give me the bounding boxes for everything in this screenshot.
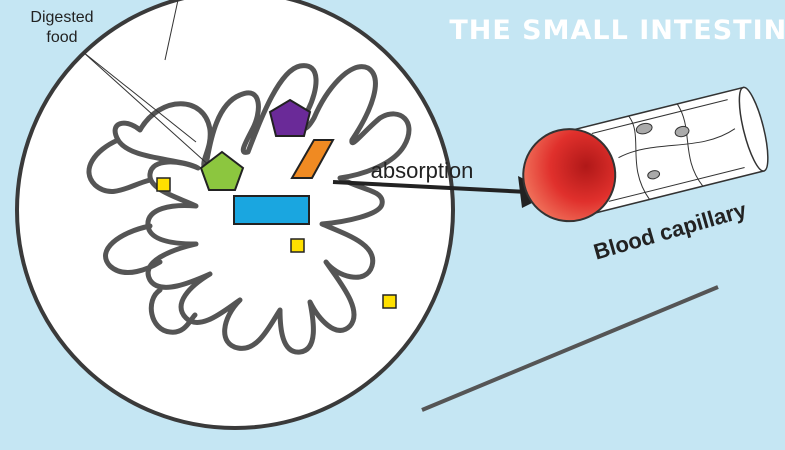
label-digested-line2: food xyxy=(46,29,77,46)
yellow-square-molecule xyxy=(383,295,396,308)
yellow-square-molecule xyxy=(291,239,304,252)
yellow-square-molecule xyxy=(157,178,170,191)
title: THE SMALL INTESTINE xyxy=(449,15,785,46)
label-digested-line1: Digested xyxy=(30,9,93,26)
label-absorption: absorption xyxy=(371,158,474,183)
blue-rectangle-molecule xyxy=(234,196,309,224)
zoom-line xyxy=(422,287,718,410)
